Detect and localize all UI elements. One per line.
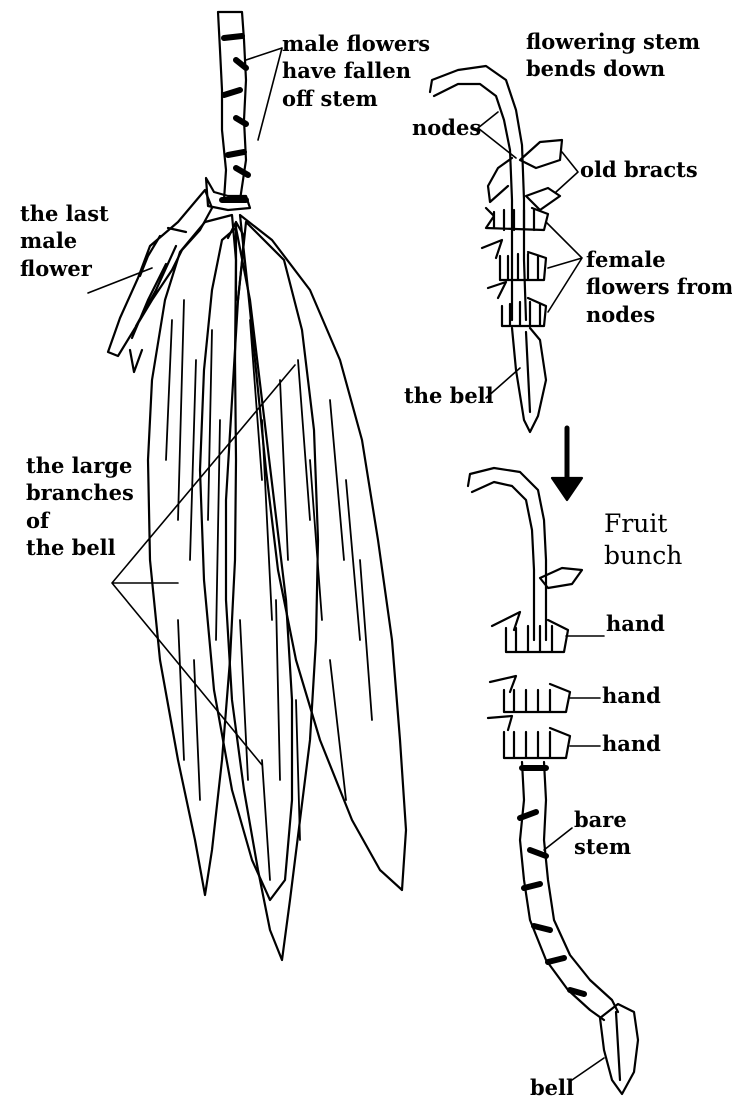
label-last-male-flower: the last male flower	[20, 200, 109, 282]
hand-leaders	[566, 636, 604, 746]
label-nodes: nodes	[412, 114, 481, 141]
female-flower-cluster-3	[488, 282, 546, 326]
last-male-flower-shape	[108, 190, 212, 372]
label-hand-2: hand	[602, 682, 661, 709]
label-bare-stem: bare stem	[574, 806, 631, 861]
label-bell-bottom: bell	[530, 1074, 574, 1101]
bare-stem	[520, 762, 618, 1020]
down-arrow	[552, 428, 582, 500]
bract-right	[240, 215, 406, 890]
bottom-bell	[600, 1004, 638, 1094]
label-hand-1: hand	[606, 610, 665, 637]
small-bell	[512, 328, 546, 432]
bent-stem	[430, 66, 526, 320]
label-male-flowers-fallen: male flowers have fallen off stem	[282, 30, 430, 112]
bract-left	[148, 215, 236, 895]
label-old-bracts: old bracts	[580, 156, 698, 183]
bract-back	[226, 222, 318, 960]
hand-cluster-2	[490, 676, 570, 712]
hand-cluster-1	[492, 612, 568, 652]
bare-stem-leader	[544, 828, 572, 850]
male-flowers-leaders	[246, 48, 282, 140]
label-fruit-bunch: Fruit bunch	[604, 508, 682, 572]
fruit-bunch-stem	[468, 468, 546, 640]
female-flower-cluster-1	[486, 208, 548, 230]
bell-leader	[572, 1058, 604, 1080]
label-hand-3: hand	[602, 730, 661, 757]
bract-top-tip	[228, 222, 244, 300]
female-flowers-leaders	[546, 222, 582, 312]
male-bell-drawing	[88, 12, 406, 960]
label-large-branches: the large branches of the bell	[26, 452, 134, 561]
label-flowering-stem: flowering stem bends down	[526, 28, 700, 83]
female-flower-cluster-2	[482, 240, 546, 280]
label-female-flowers: female flowers from nodes	[586, 246, 732, 328]
label-the-bell-small: the bell	[404, 382, 494, 409]
hand-cluster-3	[488, 716, 570, 758]
